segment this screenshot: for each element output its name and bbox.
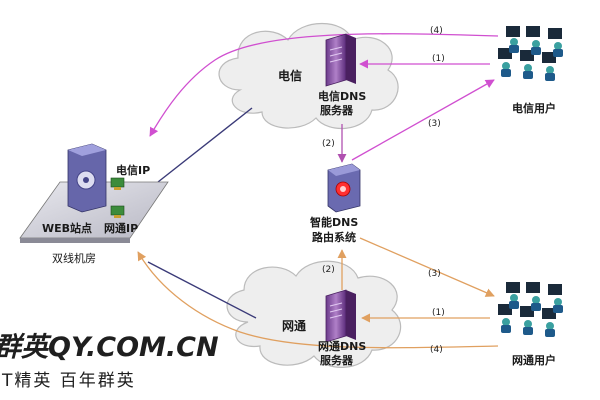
netcom-dns-label-line1: 网通DNS xyxy=(318,340,366,353)
telecom-ip-nic-icon xyxy=(110,177,125,190)
datacenter-platform xyxy=(19,181,169,243)
netcom-users-label: 网通用户 xyxy=(512,353,556,367)
smart-dns-label-line1: 智能DNS xyxy=(310,215,358,229)
step-netcom-4: (4) xyxy=(430,345,443,355)
netcom-cloud-label: 网通 xyxy=(282,318,306,333)
telecom-dns-label-line2: 服务器 xyxy=(320,103,354,117)
netcom-ip-label: 网通IP xyxy=(104,222,138,235)
flow-arrows xyxy=(137,33,499,349)
step-netcom-1: (1) xyxy=(432,308,445,318)
netcom-cloud xyxy=(226,260,402,368)
arrow-netcom-4 xyxy=(137,251,499,349)
step-telecom-1: (1) xyxy=(432,54,445,64)
netcom-dns-label-line2: 服务器 xyxy=(320,353,354,367)
network-links xyxy=(147,107,257,319)
arrow-netcom-3 xyxy=(359,237,495,297)
telecom-ip-label: 电信IP xyxy=(116,163,150,177)
web-site-label: WEB站点 xyxy=(42,221,92,235)
step-labels: (4) (1) (3) (2) (2) (3) (1) (4) xyxy=(322,26,445,355)
telecom-dns-server-icon xyxy=(325,33,356,87)
telecom-dns-label-line1: 电信DNS xyxy=(318,89,366,103)
link-datacenter-netcom xyxy=(147,261,257,319)
datacenter-label: 双线机房 xyxy=(52,251,96,265)
arrow-telecom-3 xyxy=(351,79,495,161)
smart-dns-label-line2: 路由系统 xyxy=(312,230,356,244)
step-telecom-3: (3) xyxy=(428,119,441,129)
netcom-users-icon xyxy=(498,282,563,337)
watermark-line2: T精英 百年群英 xyxy=(1,371,136,391)
telecom-cloud-label: 电信 xyxy=(278,68,302,83)
smart-dns-router-icon xyxy=(327,163,361,213)
link-datacenter-telecom xyxy=(157,107,253,183)
step-netcom-3: (3) xyxy=(428,269,441,279)
step-telecom-2: (2) xyxy=(322,139,335,149)
arrow-telecom-4 xyxy=(149,33,499,137)
watermark-line1: 群英QY.COM.CN xyxy=(0,332,219,363)
telecom-users-icon xyxy=(498,26,563,81)
netcom-ip-nic-icon xyxy=(110,205,125,218)
telecom-users-label: 电信用户 xyxy=(512,101,556,115)
step-netcom-2: (2) xyxy=(322,265,335,275)
web-server-icon xyxy=(67,143,107,213)
netcom-dns-server-icon xyxy=(325,289,356,343)
step-telecom-4: (4) xyxy=(430,26,443,36)
